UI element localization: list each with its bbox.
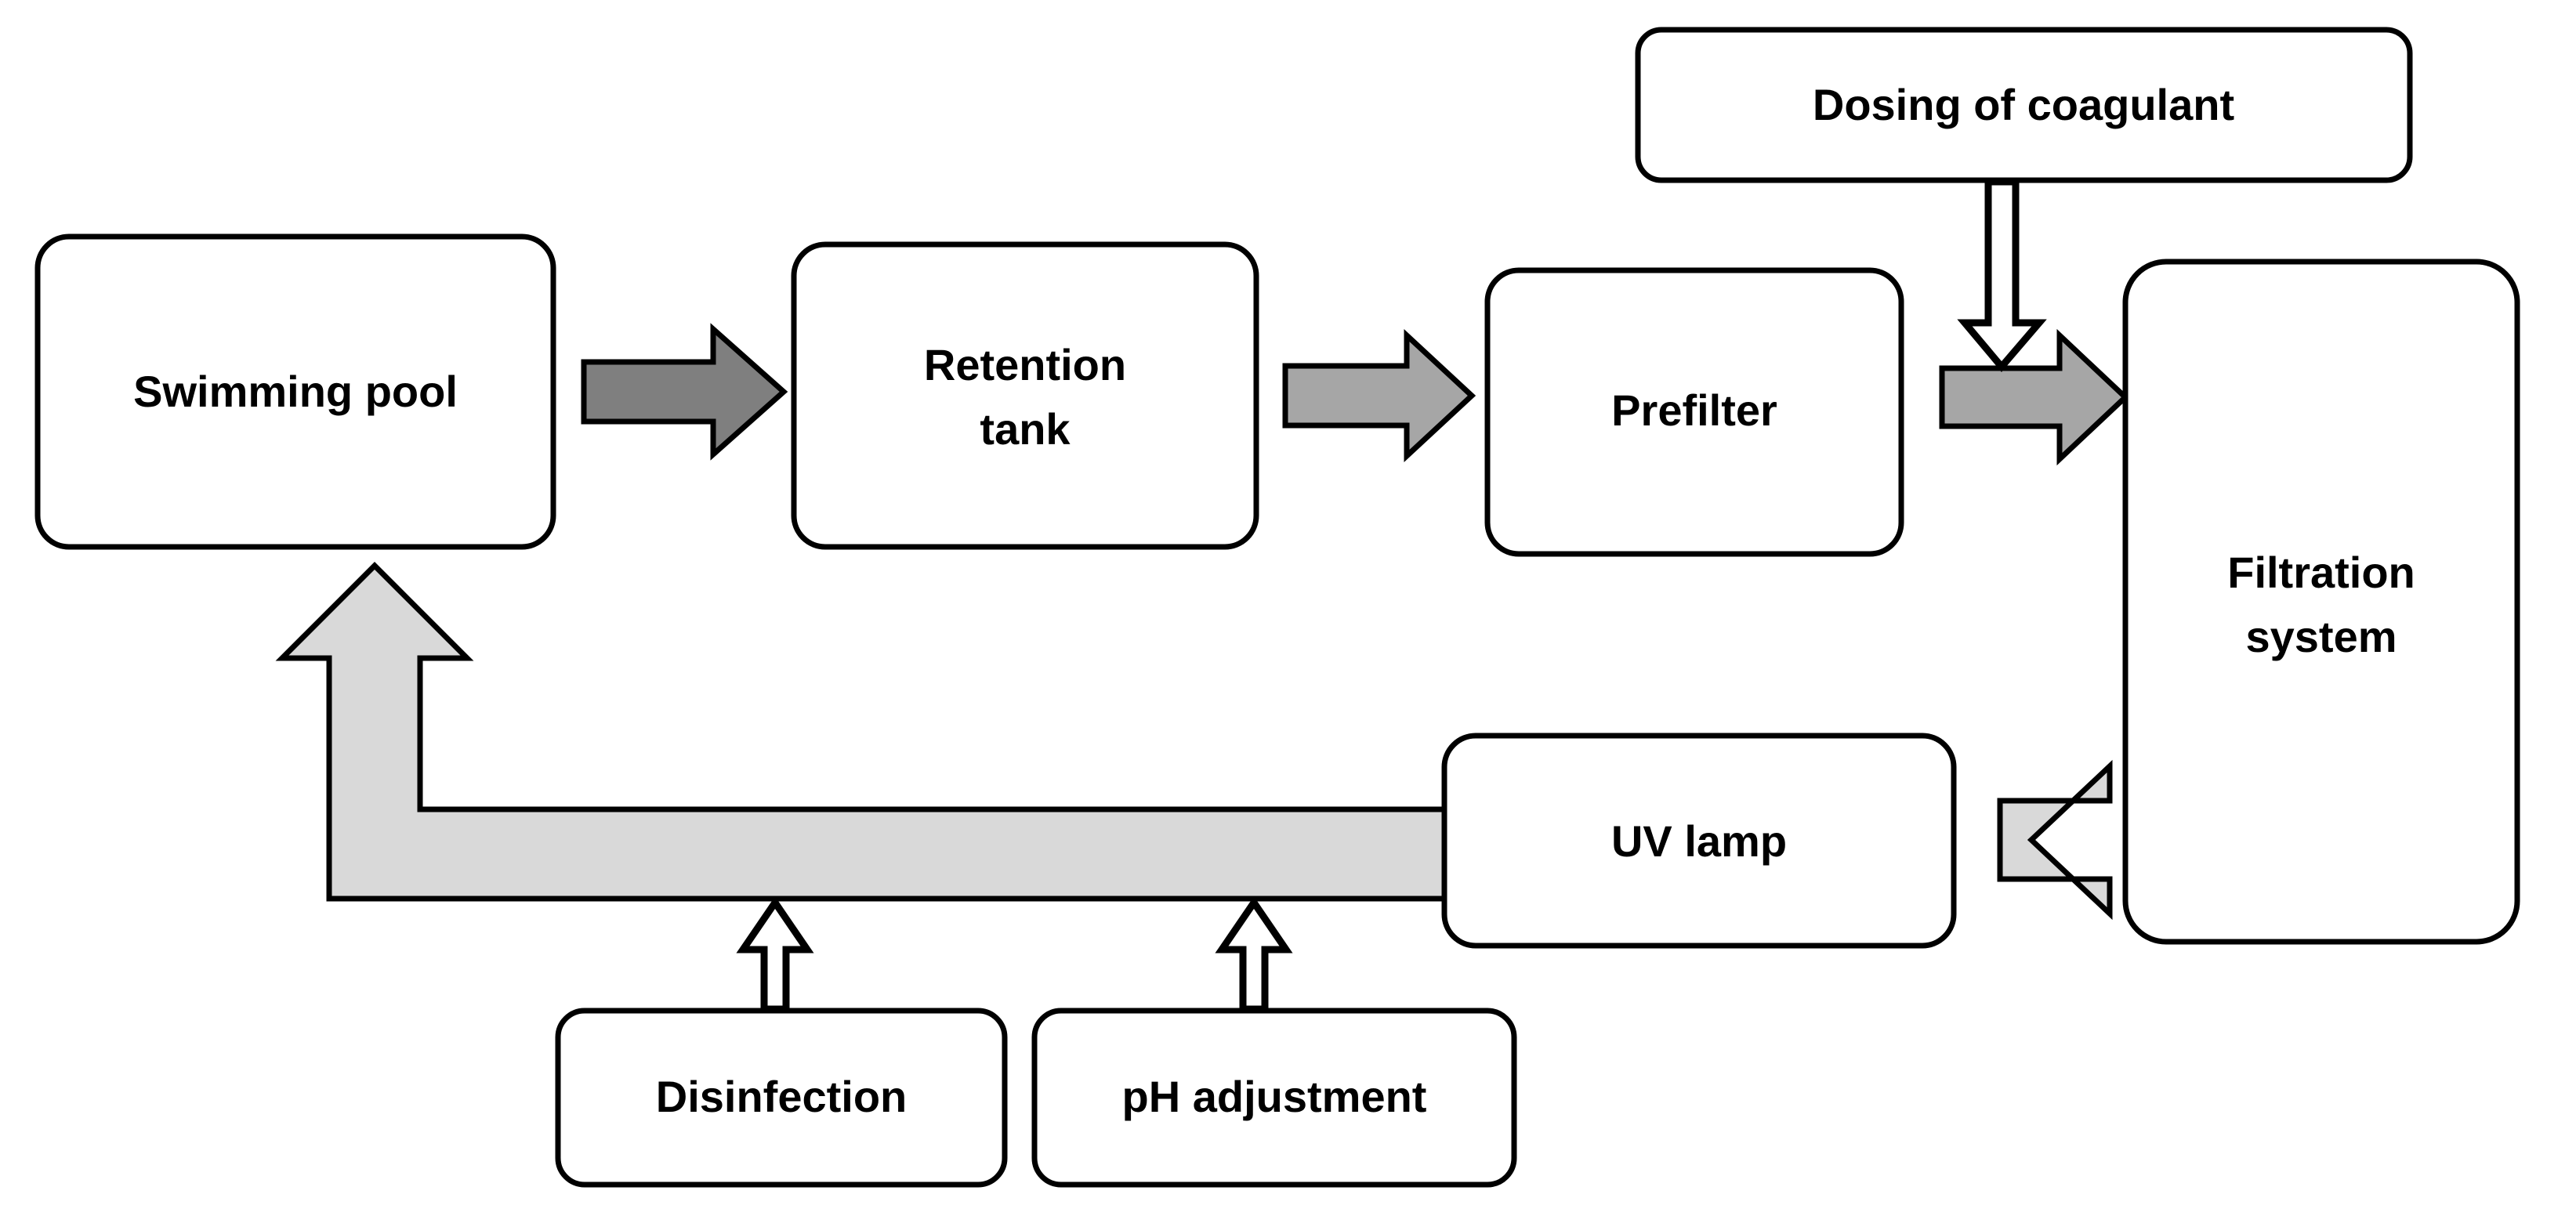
arrow-filtration-to-uv	[1997, 759, 2113, 921]
arrow-prefilter-to-filtration	[1939, 328, 2130, 466]
arrow-pool-to-retention-shape	[581, 323, 788, 461]
arrow-disinfection-up	[736, 896, 814, 1013]
node-dosing-coagulant[interactable]	[1635, 27, 2413, 183]
node-ph-adjustment[interactable]	[1031, 1008, 1517, 1188]
node-retention-tank[interactable]	[791, 241, 1259, 550]
arrow-ph-adjustment-up	[1215, 896, 1293, 1013]
node-label-swimming-pool: Swimming pool	[133, 367, 458, 416]
node-filtration-system[interactable]	[2122, 259, 2520, 945]
arrow-coagulant-down	[1957, 178, 2047, 372]
node-label-prefilter: Prefilter	[1611, 385, 1777, 435]
node-label-retention-tank-line2: tank	[980, 404, 1071, 454]
arrow-retention-to-prefilter	[1282, 328, 1476, 463]
node-label-filtration-system-line2: system	[2245, 612, 2397, 661]
node-label-dosing-coagulant: Dosing of coagulant	[1813, 80, 2234, 129]
node-label-filtration-system-line1: Filtration	[2227, 548, 2415, 597]
node-label-ph-adjustment: pH adjustment	[1122, 1072, 1427, 1121]
arrow-uv-to-pool-return	[275, 562, 1447, 902]
node-disinfection[interactable]	[555, 1008, 1008, 1188]
node-label-retention-tank-line1: Retention	[924, 340, 1126, 389]
node-uv-lamp[interactable]	[1441, 733, 1957, 949]
node-label-disinfection: Disinfection	[656, 1072, 907, 1121]
node-label-uv-lamp: UV lamp	[1611, 816, 1787, 866]
node-swimming-pool[interactable]	[34, 233, 556, 550]
node-prefilter[interactable]	[1484, 267, 1904, 557]
